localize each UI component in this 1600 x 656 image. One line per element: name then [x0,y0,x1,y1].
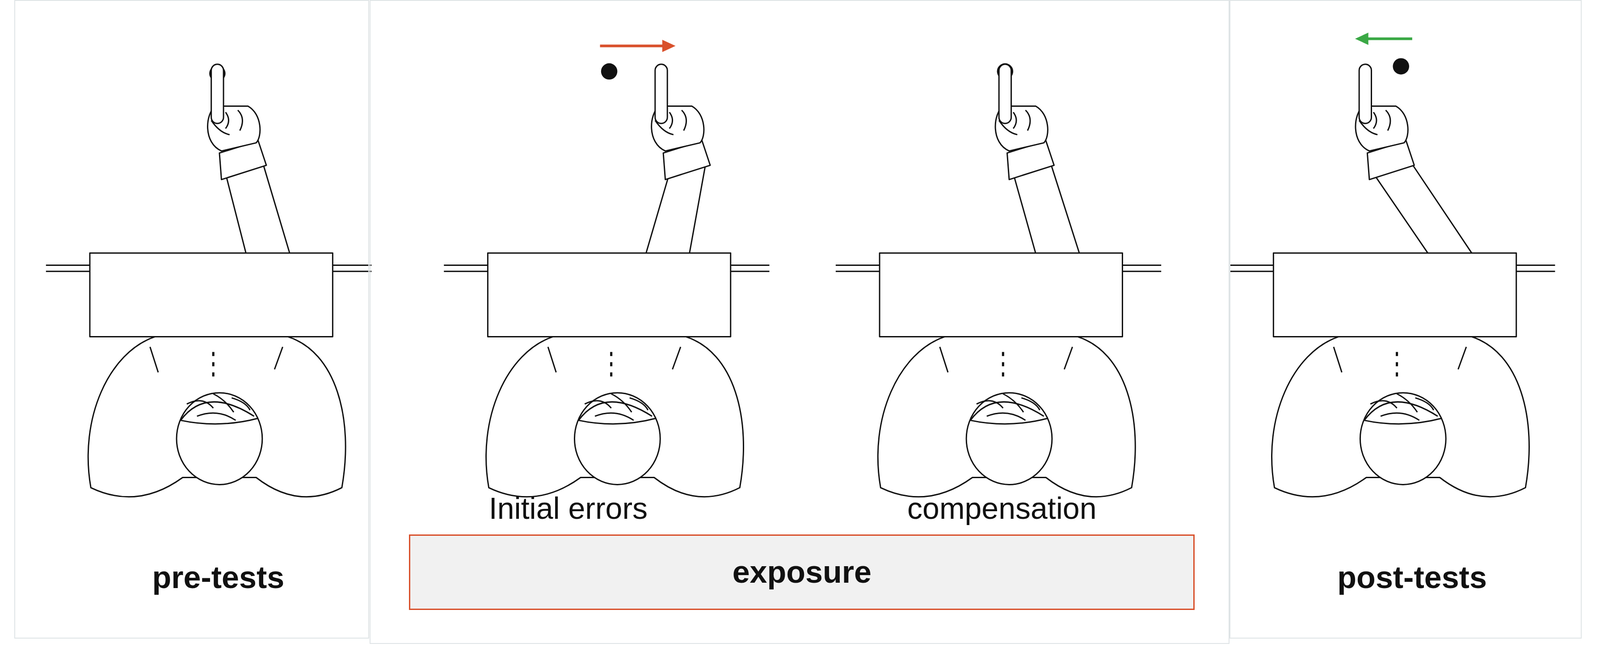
target-dot [1392,58,1410,75]
desk-rail [1122,270,1162,273]
torso [877,336,1136,497]
desk-rail [443,270,488,273]
desk [89,252,333,337]
shift-arrow [600,44,666,48]
desk-rail [730,264,770,266]
desk-rail [332,270,372,273]
hair [970,393,1049,424]
hair [578,393,657,424]
pointing-finger [1359,64,1372,124]
torso-crease [547,346,681,373]
hair [1364,393,1443,424]
torso-crease [939,346,1073,373]
shirt-button [610,352,613,357]
desk-rail [1229,264,1274,266]
pointing-finger [211,64,224,124]
phase-label: pre-tests [151,559,285,596]
shirt-button [610,372,613,377]
hair [180,393,259,424]
target-dot [601,63,618,80]
head [1360,392,1446,485]
shirt-button [212,372,215,377]
torso-crease [150,346,283,373]
desk-rail [443,264,488,266]
torso [88,336,346,497]
person-figure [1229,32,1555,497]
desk-rail [730,270,770,273]
shirt-button [1395,352,1398,357]
step-caption: compensation [907,490,1097,526]
shift-arrowhead [662,39,676,52]
desk-rail [1516,264,1556,266]
desk-rail [332,264,372,266]
knuckles [211,110,243,135]
phase-panel: post-tests [1229,0,1582,639]
desk [1273,252,1516,337]
shirt-button [212,362,215,367]
desk-rail [1229,270,1274,273]
pointing-finger [655,64,668,124]
shirt-button [212,352,215,357]
desk-rail [46,264,90,266]
pointing-finger [998,64,1011,124]
head [574,392,661,485]
shirt-button [1395,362,1398,367]
person-figure [443,39,770,497]
phase-panel: pre-tests [14,0,370,639]
shirt-button [1002,372,1005,377]
torso [1271,336,1530,497]
shirt-button [610,362,613,367]
phase-panel: Initial errors compensation exposure [369,0,1230,645]
shift-arrow [1365,37,1413,41]
torso-crease [1333,346,1467,373]
desk-rail [46,270,90,273]
phase-label: post-tests [1337,559,1487,596]
knuckles [998,110,1031,135]
person-figure [46,64,372,497]
desk [487,252,731,337]
desk [879,252,1123,337]
head [966,392,1053,485]
knuckles [1359,110,1391,135]
desk-rail [1122,264,1162,266]
desk-rail [835,270,880,273]
shirt-button [1002,362,1005,367]
person-figure [835,63,1162,497]
knuckles [655,110,687,135]
arm [1373,161,1475,258]
shift-arrowhead [1355,32,1369,45]
desk-rail [1516,270,1556,273]
step-caption: Initial errors [488,490,648,526]
desk-rail [835,264,880,266]
shirt-button [1395,372,1398,377]
phase-label: exposure [732,554,872,591]
torso [486,336,744,497]
shirt-button [1002,352,1005,357]
head [176,392,263,485]
exposure-bar: exposure [408,534,1195,611]
